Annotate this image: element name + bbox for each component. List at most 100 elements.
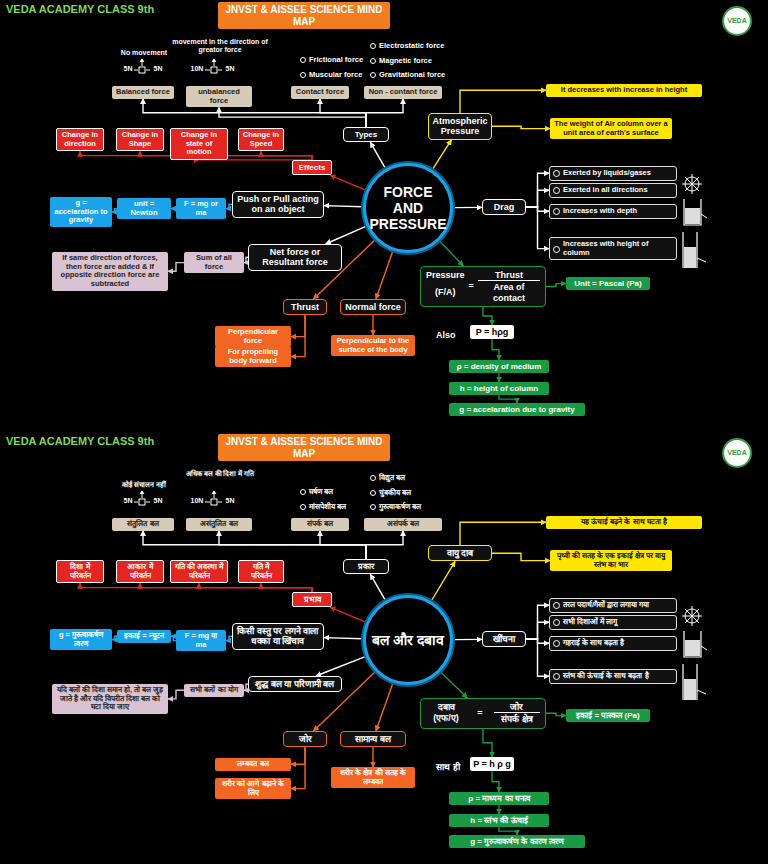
node-text: लम्बवत बल [218,760,288,769]
all-directions-icon [682,174,702,194]
node-text: The weight of Air column over a unit are… [553,120,669,137]
bullet-box: Exerted by liquids/gases [549,166,677,181]
connector [324,638,362,639]
force-example: Magnetic force [370,57,432,66]
formula-box: g = accelaration to gravity [50,197,112,227]
node-text: प्रकार [347,562,385,571]
connector [219,107,366,127]
node-text: Perpendicular to the surface of the body [334,337,412,354]
note-box: यदि बलों की दिशा समान हो, तो बल जुड़ जात… [52,684,168,714]
detail-box: लम्बवत बल [215,758,291,771]
liquid-column-icon [683,232,706,268]
connector [168,690,184,699]
branch-box: Net force or Resultant force [248,244,342,271]
node-text: शरीर के क्षेत्र की सतह के लम्बवत [334,769,412,786]
type-box: Balanced force [112,86,174,99]
node-text: ρ = density of medium [452,362,546,371]
unbalanced-figure [205,59,222,73]
formula-box: इकाई = न्यूटन [117,630,171,643]
detail-box: It decreases with increase in height [546,84,702,97]
node-text: खींचना [486,634,522,644]
connector [492,771,499,792]
connector [546,713,566,715]
brand-text: VEDA ACADEMY CLASS 9th [6,435,226,448]
connector [219,531,366,559]
motion-note: movement in the direction of greator for… [168,38,272,54]
bullet-box: Exerted in all directions [549,183,677,198]
connector [499,395,517,403]
connector [261,583,312,592]
branch-box: वायु दाब [428,545,492,561]
connector [492,126,550,128]
connector [291,315,305,356]
force-example: Frictional force [300,56,363,65]
node-text: किसी वस्तु पर लगने वाला धक्का या खिंचाव [236,626,320,647]
connector [526,207,549,248]
formula-box: P = hρg [470,325,514,339]
connector [526,190,549,207]
node-text: unbalanced force [189,88,249,105]
branch-box: Types [343,127,389,142]
node-text: For propelling body forward [218,348,288,365]
note-text: Also [436,330,456,340]
node-text: If same direction of forces, then force … [55,254,165,289]
effect-box: आकार में परिवर्तन [116,560,164,583]
detail-box: Unit = Pascal (Pa) [566,277,650,290]
node-text: गहराई के साथ बढ़ता है [563,639,673,648]
force-value: 5N [121,65,135,73]
node-text: शरीर को आगे बढ़ाने के लिए [218,780,288,797]
balanced-figure [134,59,150,73]
connector [546,284,566,287]
node-text: Thrust [478,270,540,280]
connector [440,241,464,266]
node-text: तरल पदार्थ/गैसों द्वारा लगाया गया [563,601,673,610]
connector [168,263,184,272]
node-text: संपर्क बल [294,520,346,529]
detail-box: The weight of Air column over a unit are… [550,118,672,139]
note-text: साथ ही [436,762,460,772]
node-text: FORCE AND PRESSURE [369,184,447,232]
connector [291,747,305,764]
formula-box: Pressure=(F/A)ThrustArea of contact [420,266,546,307]
node-text: बल और दबाव [372,632,444,648]
node-text: Push or Pull acting on an object [236,194,320,215]
node-text: ρ = माध्यम का घनत्व [452,794,546,803]
detail-box: शरीर के क्षेत्र की सतह के लम्बवत [331,767,415,788]
bullet-box: गहराई के साथ बढ़ता है [549,636,677,651]
node-text: Increases with depth [563,207,673,216]
motion-note: No movement [104,49,184,57]
bullet-box: Increases with depth [549,204,677,219]
type-box: असंतुलित बल [186,518,252,531]
node-text: (F/A) [426,287,465,297]
type-box: असंपर्क बल [364,518,442,531]
connector [370,142,385,168]
node-text: (एफ/ए) [426,713,466,723]
detail-box: ρ = density of medium [449,360,549,373]
connector [261,151,312,160]
detail-box: g = accelaration due to gravity [449,403,585,416]
connector [376,251,393,299]
bullet-box: Increases with height of column [549,237,677,260]
effect-box: Effects [292,160,332,175]
detail-box: शरीर को आगे बढ़ाने के लिए [215,778,291,799]
motion-note: कोई संचालन नहीं [104,481,184,489]
node-text: Contact force [294,88,346,97]
connector [526,173,549,207]
effect-box: दिशा में परिवर्तन [56,560,104,583]
detail-box: Perpendicular force [215,326,291,347]
branch-box: प्रकार [343,559,389,574]
connector [483,729,492,757]
connector [316,657,365,676]
force-example: चुंबकीय बल [370,489,411,498]
logo-text: VEDA [722,6,752,36]
formula-box: F = mg or ma [176,198,226,219]
node-text: h = स्तंभ की ऊंचाई [452,816,546,825]
branch-box: शुद्ध बल या परिणामी बल [248,676,342,692]
node-text: Normal force [344,302,402,312]
node-text: JNVST & AISSEE SCIENCE MIND MAP [222,436,386,459]
node-text: पृथ्वी की सतह के एक इकाई क्षेत्र पर वायु… [553,552,669,569]
node-text: वायु दाब [432,548,488,558]
force-value: 5N [223,65,237,73]
node-text: Net force or Resultant force [252,247,338,268]
